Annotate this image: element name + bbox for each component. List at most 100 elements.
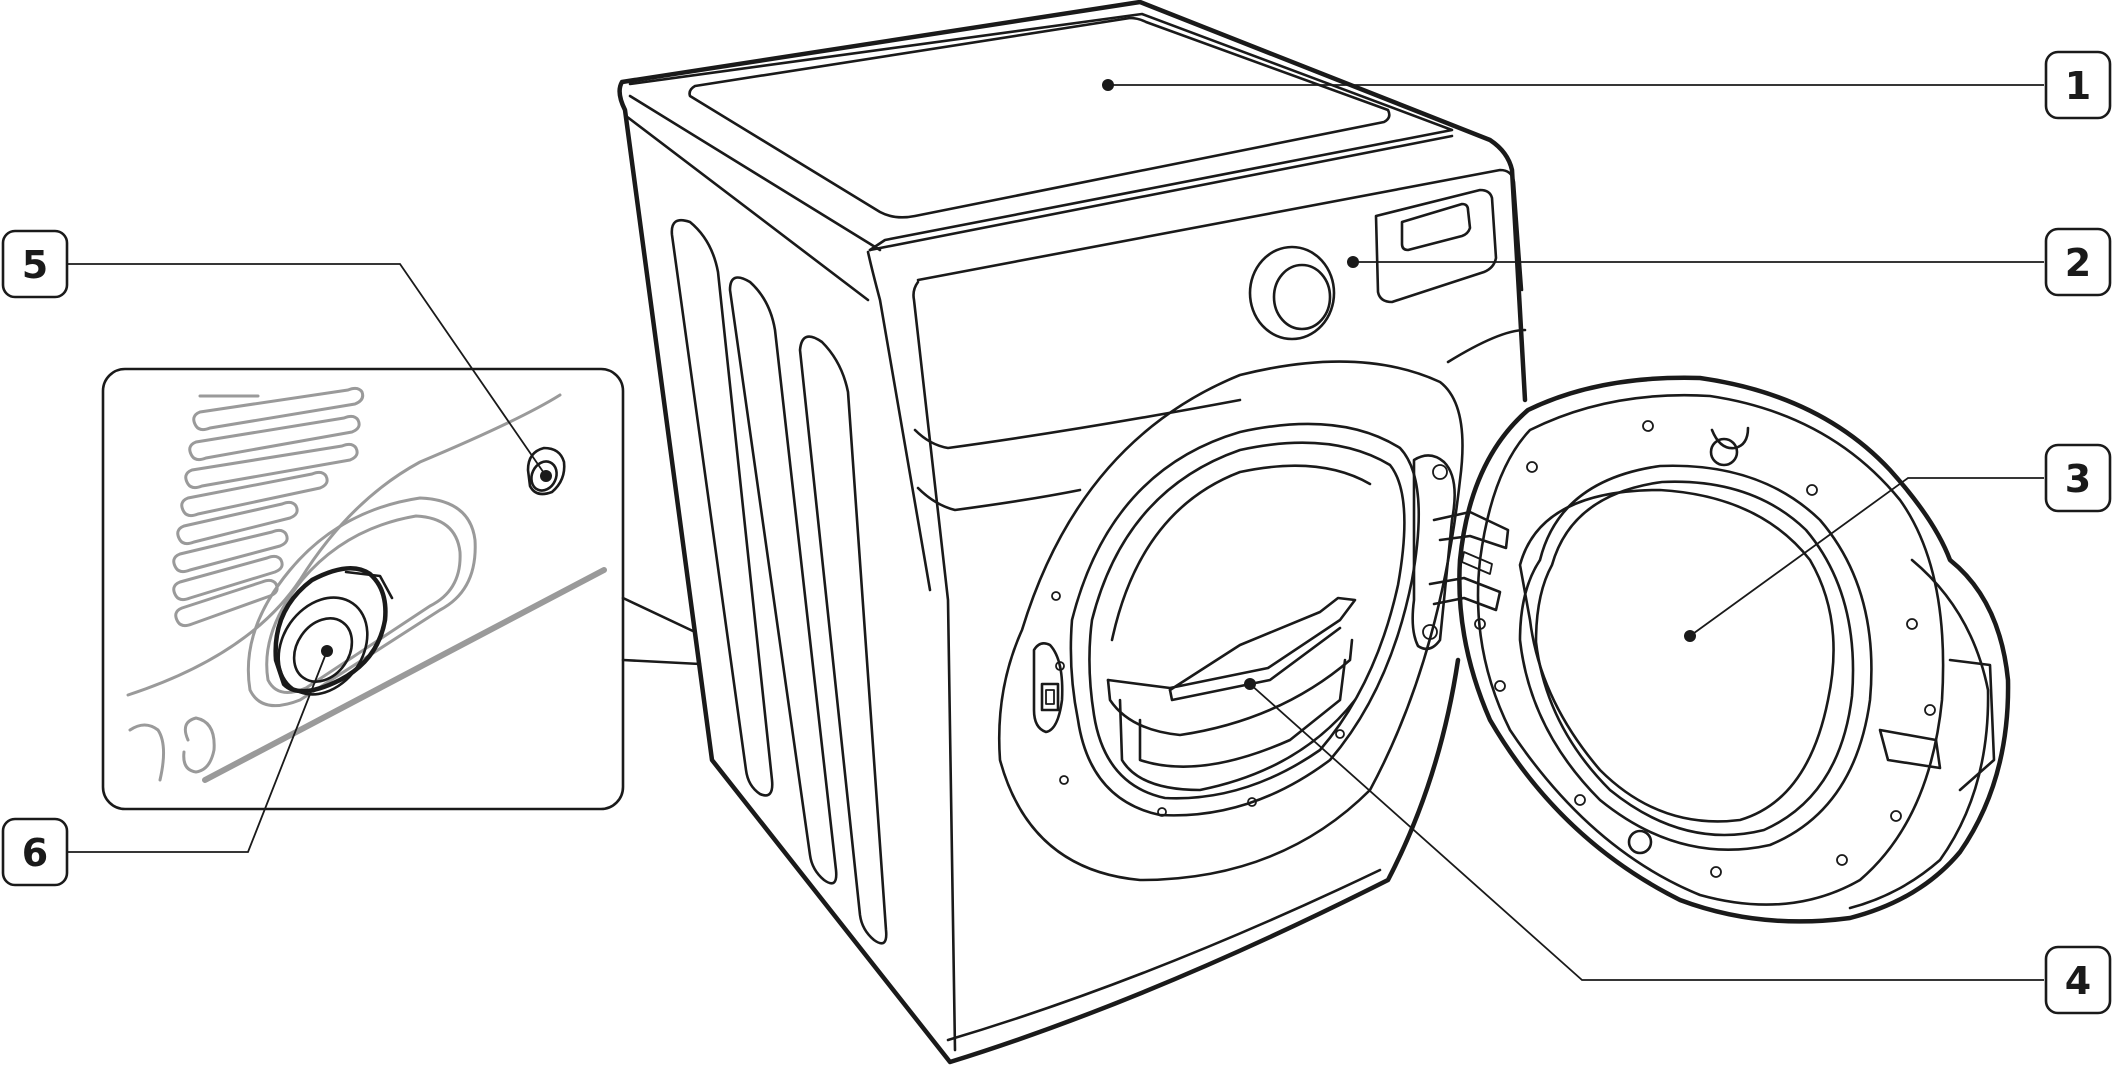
screw-hole xyxy=(1247,797,1257,807)
inset-frame xyxy=(101,367,625,811)
detail-inset xyxy=(101,367,702,811)
hinge-arm-top xyxy=(1432,510,1510,550)
door-notch-bottom xyxy=(1878,728,1942,770)
top-panel-inset xyxy=(688,16,1391,219)
leader-dot-1 xyxy=(1102,79,1114,91)
door-screw xyxy=(1710,866,1722,878)
side-vent-2 xyxy=(728,276,838,885)
front-frame xyxy=(997,360,1464,882)
control-band-lower2 xyxy=(916,486,1082,512)
callout-6: 6 xyxy=(1,817,69,887)
door-screw xyxy=(1526,461,1538,473)
callout-5: 5 xyxy=(1,229,69,299)
top-panel-edge xyxy=(628,12,1454,252)
display-screen xyxy=(1400,202,1472,252)
leader-5 xyxy=(68,263,547,477)
door-rim-back xyxy=(1848,558,1990,910)
control-knob xyxy=(1272,263,1332,331)
callout-label-1: 1 xyxy=(2065,64,2091,108)
lint-tray xyxy=(1106,638,1354,737)
inset-vent-slot xyxy=(180,470,329,518)
display-panel xyxy=(1374,188,1498,304)
drum-opening xyxy=(997,360,1510,882)
door-screw xyxy=(1642,420,1654,432)
callout-label-6: 6 xyxy=(22,831,48,875)
inset-recess-inner xyxy=(265,514,462,694)
leader-dot-6 xyxy=(321,645,333,657)
door-pin-top xyxy=(1709,437,1739,467)
door-hinge xyxy=(1411,454,1456,651)
callout-1: 1 xyxy=(2044,50,2112,120)
leader-dot-3 xyxy=(1684,630,1696,642)
door-gasket-outer xyxy=(1069,422,1420,817)
inset-panel-curve xyxy=(126,393,562,697)
screw-hole xyxy=(1059,775,1069,785)
screw-hole xyxy=(1055,661,1065,671)
door-notch-top xyxy=(1710,426,1750,450)
door-screw xyxy=(1836,854,1848,866)
dryer-door xyxy=(1457,375,2011,924)
door-window-ring-inner xyxy=(1534,480,1855,837)
door-pin-bottom xyxy=(1627,829,1653,855)
fascia-top-edge xyxy=(868,134,1454,252)
control-knob-ring xyxy=(1248,245,1336,341)
inset-base-edge xyxy=(202,567,607,783)
door-screw xyxy=(1906,618,1918,630)
inset-vent-slot xyxy=(192,386,365,432)
latch-slot-inner xyxy=(1045,689,1055,705)
callout-3: 3 xyxy=(2044,443,2112,513)
hinge-pin xyxy=(1432,464,1448,480)
inset-lettering xyxy=(128,716,216,782)
hinge-slot xyxy=(1461,551,1493,575)
leader-lines xyxy=(68,79,2044,981)
water-drain-cap xyxy=(273,566,394,696)
callout-label-5: 5 xyxy=(22,243,48,287)
lint-tray-base xyxy=(1118,698,1357,792)
door-screw xyxy=(1924,704,1936,716)
side-vent-3 xyxy=(798,335,888,945)
lint-tray-inner xyxy=(1138,658,1347,768)
inset-vent-slot xyxy=(188,414,361,462)
door-rim-inner xyxy=(1476,393,1945,906)
door-outer-rim xyxy=(1457,375,2011,924)
leader-dot-4 xyxy=(1244,678,1256,690)
cabinet-base xyxy=(946,868,1382,1042)
door-window-ring xyxy=(1518,464,1873,851)
leader-3 xyxy=(1689,477,2044,637)
callout-4: 4 xyxy=(2044,945,2112,1015)
inset-connector xyxy=(621,596,702,666)
inset-recess-outer xyxy=(246,496,477,708)
inset-vent-slot xyxy=(184,442,359,490)
door-screw xyxy=(1494,680,1506,692)
callout-2: 2 xyxy=(2044,227,2112,297)
lint-filter-tab xyxy=(1168,626,1342,702)
dryer-cabinet xyxy=(617,0,1528,1065)
door-screw xyxy=(1890,810,1902,822)
leader-dot-2 xyxy=(1347,256,1359,268)
door-gasket-inner xyxy=(1088,441,1406,800)
inset-vent-slot xyxy=(172,554,284,602)
control-band-side xyxy=(1446,328,1527,364)
door-screw xyxy=(1574,794,1586,806)
top-front-edge xyxy=(624,114,870,302)
latch-slot xyxy=(1040,682,1060,712)
top-left-edge xyxy=(628,94,882,252)
door-screw xyxy=(1806,484,1818,496)
corner-edge xyxy=(866,250,932,592)
leader-6 xyxy=(68,650,328,853)
control-band-lower xyxy=(913,398,1242,450)
inset-vents xyxy=(172,386,365,628)
door-rim-back2 xyxy=(1948,658,1996,792)
callout-label-3: 3 xyxy=(2065,457,2091,501)
cabinet-outline xyxy=(617,0,1528,1065)
leader-dot-5 xyxy=(540,470,552,482)
lint-filter xyxy=(1106,596,1357,692)
front-corner-edge xyxy=(912,280,957,1052)
fascia-front-edge xyxy=(916,168,1524,292)
drum-interior xyxy=(1110,464,1372,642)
leader-4 xyxy=(1249,683,2044,981)
inset-vent-slot xyxy=(176,500,299,546)
door-glass xyxy=(1518,488,1835,823)
